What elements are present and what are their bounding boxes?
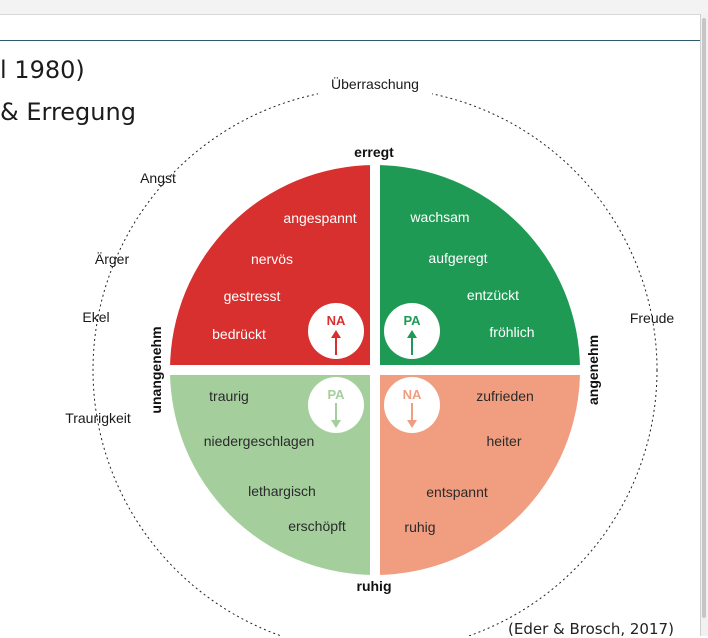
- term-erschoepft: erschöpft: [288, 518, 346, 534]
- term-entspannt: entspannt: [426, 484, 488, 500]
- badge-na-down: NA: [384, 377, 440, 433]
- slide-title-line-2: & Erregung: [0, 98, 136, 126]
- term-niedergeschlagen: niedergeschlagen: [204, 433, 315, 449]
- badge-pa-up: PA: [384, 303, 440, 359]
- term-lethargisch: lethargisch: [248, 483, 316, 499]
- term-wachsam: wachsam: [409, 209, 469, 225]
- axis-label-left: unangenehm: [148, 326, 164, 413]
- arrow-up-head-icon: [407, 330, 417, 338]
- outer-label-aerger: Ärger: [95, 251, 130, 267]
- arrow-down-head-icon: [407, 420, 417, 428]
- axis-label-right: angenehm: [585, 335, 601, 405]
- outer-label-freude: Freude: [630, 310, 675, 326]
- axis-label-bottom: ruhig: [357, 578, 392, 594]
- term-gestresst: gestresst: [224, 288, 281, 304]
- slide-title-line-1: l 1980): [0, 56, 85, 84]
- badge-na-down-label: NA: [403, 387, 422, 402]
- badge-na-up: NA: [308, 303, 364, 359]
- title-divider: [0, 40, 700, 41]
- arrow-up-head-icon: [331, 330, 341, 338]
- axis-label-top: erregt: [354, 144, 394, 160]
- term-angespannt: angespannt: [283, 210, 356, 226]
- citation: (Eder & Brosch, 2017): [508, 620, 674, 638]
- term-ruhig: ruhig: [404, 519, 435, 535]
- badge-pa-up-label: PA: [403, 313, 421, 328]
- badge-na-up-label: NA: [327, 313, 346, 328]
- outer-label-traurigkeit: Traurigkeit: [65, 410, 131, 426]
- term-bedrueckt: bedrückt: [212, 326, 266, 342]
- term-aufgeregt: aufgeregt: [428, 250, 487, 266]
- arrow-down-head-icon: [331, 420, 341, 428]
- outer-dotted-ring: [92, 87, 658, 636]
- term-heiter: heiter: [486, 433, 521, 449]
- term-zufrieden: zufrieden: [476, 388, 534, 404]
- browser-top-strip: [0, 0, 708, 15]
- outer-label-ueberraschung: Überraschung: [331, 75, 419, 92]
- outer-label-ekel: Ekel: [82, 309, 109, 325]
- term-traurig: traurig: [209, 388, 249, 404]
- surprise-label-bg: [318, 73, 432, 95]
- outer-label-angst: Angst: [140, 170, 176, 186]
- badge-pa-down: PA: [308, 377, 364, 433]
- term-froehlich: fröhlich: [489, 324, 534, 340]
- horizontal-divider: [165, 365, 585, 375]
- badge-pa-down-label: PA: [327, 387, 345, 402]
- term-entzueckt: entzückt: [467, 287, 519, 303]
- scrollbar-thumb[interactable]: [702, 18, 706, 618]
- term-nervoes: nervös: [251, 251, 293, 267]
